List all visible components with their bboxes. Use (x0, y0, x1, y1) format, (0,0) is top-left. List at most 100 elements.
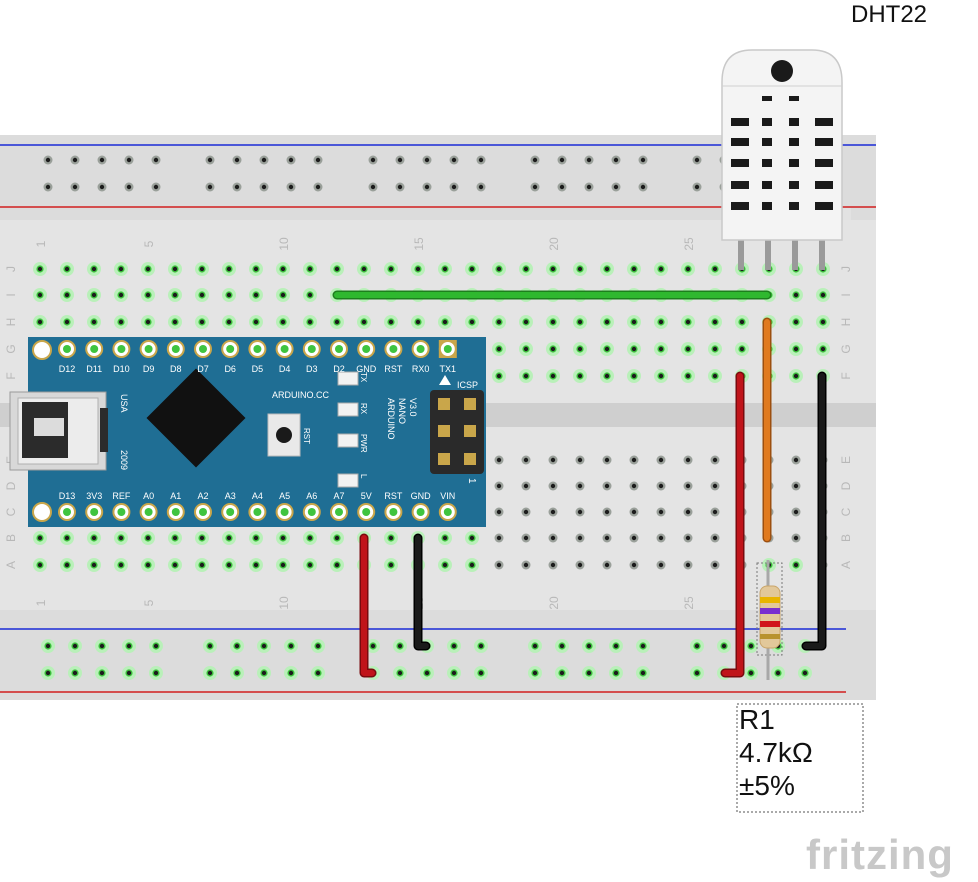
breadboard-hole-center (99, 643, 105, 649)
breadboard-hole-center (631, 346, 637, 352)
breadboard-hole-center (64, 562, 70, 568)
breadboard-hole-center (172, 292, 178, 298)
breadboard-hole-center (631, 535, 637, 541)
breadboard-hole-center (604, 346, 610, 352)
breadboard-hole-center (172, 535, 178, 541)
breadboard-hole-center (172, 319, 178, 325)
breadboard-hole-center (72, 157, 78, 163)
breadboard-hole-center (451, 643, 457, 649)
row-letter: A (839, 561, 853, 569)
breadboard-hole-center (172, 562, 178, 568)
breadboard-hole-center (604, 509, 610, 515)
icsp-pin (464, 425, 476, 437)
resistor-label-box (736, 703, 864, 813)
nano-pin-center (90, 508, 99, 516)
breadboard-hole-center (748, 670, 754, 676)
breadboard-hole-center (469, 319, 475, 325)
breadboard-hole-center (640, 184, 646, 190)
breadboard-hole-center (280, 535, 286, 541)
breadboard-hole-center (604, 483, 610, 489)
nano-pin-label: D12 (59, 364, 76, 374)
breadboard-hole-center (72, 643, 78, 649)
nano-pin-label: D8 (170, 364, 182, 374)
breadboard-hole-center (712, 509, 718, 515)
row-letter: F (839, 372, 853, 379)
breadboard-hole-center (442, 562, 448, 568)
breadboard-hole-center (640, 670, 646, 676)
resistor-r1[interactable]: R1 4.7kΩ ±5% (736, 560, 864, 813)
breadboard-hole-center (253, 319, 259, 325)
nano-pin-label: D10 (113, 364, 130, 374)
board-brand: ARDUINO.CC (272, 390, 330, 400)
breadboard-hole-center (478, 157, 484, 163)
wire-red-right[interactable] (722, 373, 743, 676)
breadboard-hole-center (613, 184, 619, 190)
breadboard-hole-center (712, 457, 718, 463)
breadboard-hole-center (793, 346, 799, 352)
breadboard-hole-center (307, 535, 313, 541)
breadboard-hole-center (712, 373, 718, 379)
breadboard-hole-center (37, 535, 43, 541)
breadboard-hole-center (207, 643, 213, 649)
breadboard-hole-center (631, 319, 637, 325)
breadboard-hole-center (424, 184, 430, 190)
breadboard-hole-center (226, 292, 232, 298)
breadboard-hole-center (793, 562, 799, 568)
wire-black-right[interactable] (803, 373, 825, 649)
breadboard-hole-center (685, 509, 691, 515)
led-tx (337, 371, 359, 386)
grille-slot (762, 202, 772, 210)
breadboard-hole-center (739, 346, 745, 352)
grille-slot (762, 138, 772, 146)
column-number: 1 (34, 599, 48, 606)
nano-pin-center (144, 345, 153, 353)
breadboard-hole-center (307, 292, 313, 298)
dht22-sensor[interactable]: DHT22 (721, 1, 927, 270)
breadboard-hole-center (99, 670, 105, 676)
breadboard-hole-center (334, 319, 340, 325)
breadboard-hole-center (388, 266, 394, 272)
wire-red-5v[interactable] (361, 535, 375, 676)
grille-slot (731, 159, 749, 167)
nano-pin-center (416, 345, 425, 353)
breadboard-hole-center (685, 483, 691, 489)
usb-pins (100, 408, 108, 452)
breadboard-hole-center (370, 643, 376, 649)
breadboard-hole-center (91, 319, 97, 325)
breadboard-hole-center (613, 643, 619, 649)
wire-black-gnd[interactable] (415, 535, 429, 649)
resistor-band-yellow (760, 597, 780, 603)
breadboard-hole-center (631, 483, 637, 489)
breadboard-hole-center (153, 157, 159, 163)
breadboard-hole-center (685, 319, 691, 325)
nano-pin-center (117, 508, 126, 516)
usb-connector (9, 391, 108, 471)
breadboard-hole-center (280, 266, 286, 272)
breadboard-hole-center (37, 266, 43, 272)
breadboard-hole-center (496, 373, 502, 379)
nano-pin-center (199, 345, 207, 353)
breadboard-hole-center (253, 562, 259, 568)
row-letter: D (839, 481, 853, 490)
breadboard-hole-center (658, 266, 664, 272)
breadboard-hole-center (685, 562, 691, 568)
nano-pin-center (389, 508, 398, 516)
breadboard-hole-center (577, 457, 583, 463)
reset-button-cap[interactable] (276, 427, 292, 443)
breadboard-hole-center (577, 266, 583, 272)
nano-pin-label: D6 (224, 364, 236, 374)
grille-slot (762, 96, 772, 101)
nano-pin-center (63, 508, 71, 516)
breadboard-hole-center (793, 292, 799, 298)
breadboard-hole-center (685, 266, 691, 272)
breadboard-hole-center (496, 562, 502, 568)
nano-pin-label: A1 (170, 491, 181, 501)
icsp-pin (464, 398, 476, 410)
breadboard-hole-center (559, 157, 565, 163)
board-year: 2009 (119, 450, 129, 470)
nano-pin-center (253, 508, 262, 516)
breadboard-hole-center (469, 535, 475, 541)
led-rx (337, 402, 359, 417)
